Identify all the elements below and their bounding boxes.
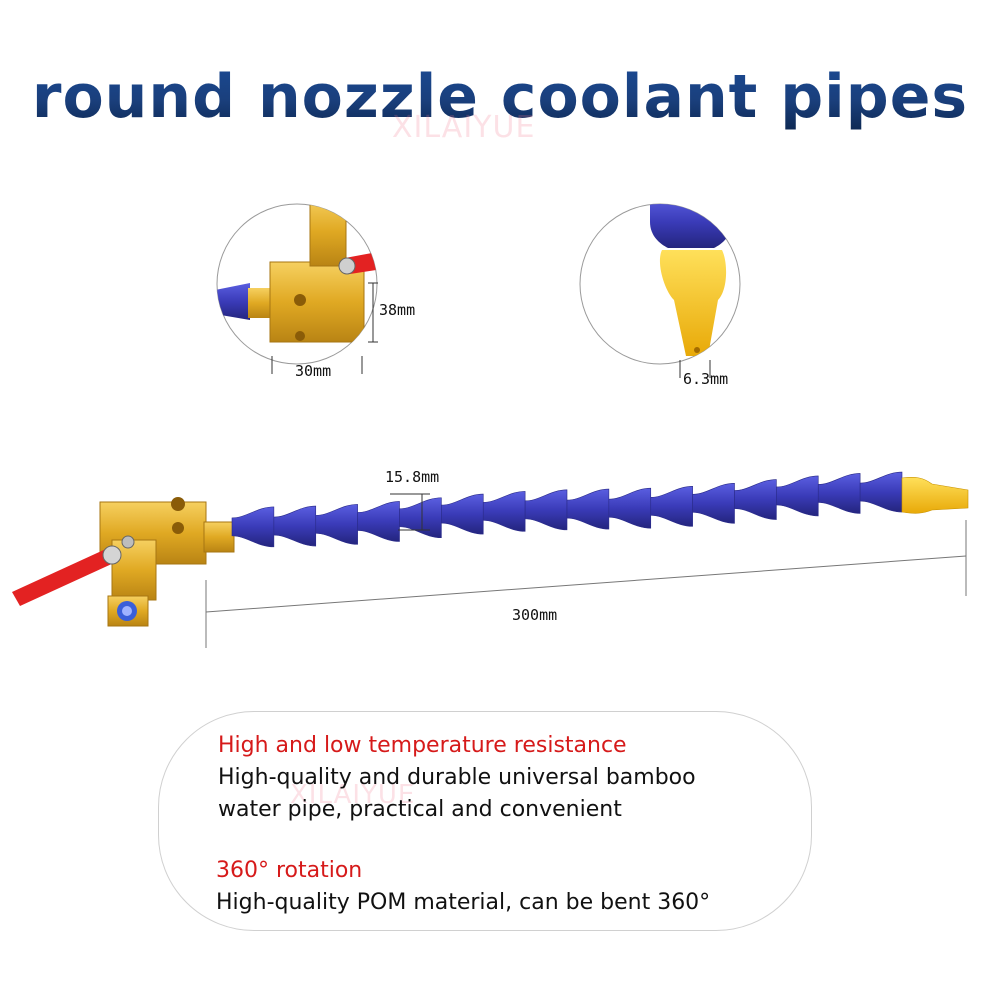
flexible-pipe <box>231 471 969 548</box>
watermark: XILAIYUE <box>392 110 536 145</box>
pipe-segment <box>273 505 317 547</box>
pipe-segment <box>231 506 275 548</box>
feature-heading-rotation: 360° rotation <box>216 858 363 883</box>
pipe-segment <box>566 488 610 530</box>
dim-valve-width: 30mm <box>295 362 332 380</box>
page-title: round nozzle coolant pipes <box>0 62 1000 132</box>
pipe-segment <box>441 493 484 535</box>
features-card <box>158 711 812 931</box>
pipe-segment <box>859 471 903 513</box>
pipe-segment <box>608 487 652 529</box>
feature-heading-temperature: High and low temperature resistance <box>218 733 627 758</box>
watermark-card: XILAIYUE <box>290 780 416 810</box>
pipe-segment <box>817 473 861 514</box>
pipe-segment <box>692 482 735 524</box>
main-assembly <box>12 497 235 627</box>
valve-detail-circle <box>216 203 378 374</box>
dim-nozzle-tip: 6.3mm <box>683 370 729 388</box>
dim-total-length: 300mm <box>512 606 558 624</box>
pipe-segment <box>399 497 442 539</box>
pipe-segment <box>650 486 693 527</box>
pipe-segment <box>482 491 526 532</box>
dim-segment-diameter: 15.8mm <box>385 468 440 486</box>
feature-text-line: High-quality and durable universal bambo… <box>218 765 696 790</box>
pipe-segment <box>315 504 358 545</box>
pipe-segment <box>357 501 400 542</box>
nozzle-tip <box>901 476 969 514</box>
pipe-segment <box>776 475 819 517</box>
dim-valve-height: 38mm <box>379 301 416 319</box>
feature-text-line: High-quality POM material, can be bent 3… <box>216 890 711 915</box>
pipe-segment <box>524 489 568 531</box>
feature-text-line: water pipe, practical and convenient <box>218 797 622 822</box>
nozzle-detail-circle <box>579 203 741 378</box>
pipe-segment <box>734 479 777 520</box>
